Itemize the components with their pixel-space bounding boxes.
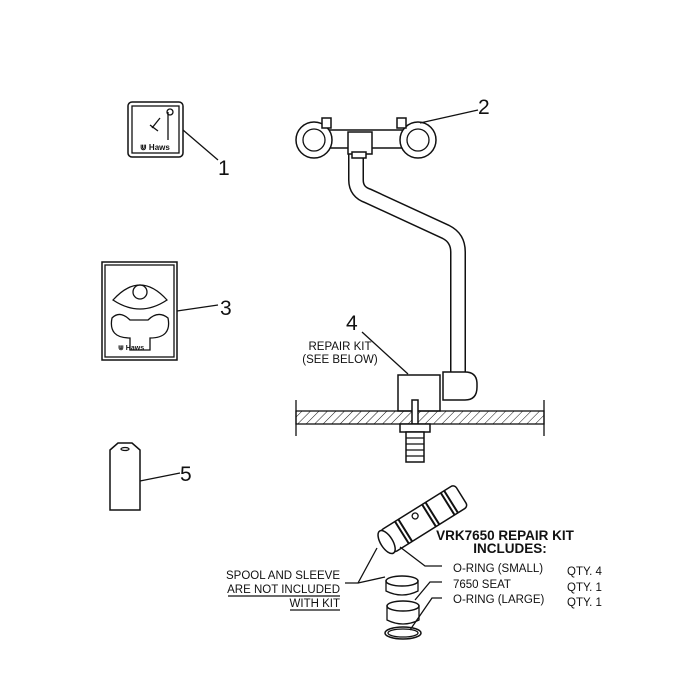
part-2-faucet	[295, 109, 479, 412]
repair-kit-label: REPAIR KIT	[308, 341, 371, 353]
callout-1: 1	[218, 157, 230, 180]
see-below-label: (SEE BELOW)	[302, 354, 378, 366]
kit-item-name: O-RING (LARGE)	[453, 594, 545, 606]
kit-item-name: O-RING (SMALL)	[453, 563, 543, 575]
kit-item-qty: QTY. 1	[567, 597, 602, 609]
countertop-section	[295, 399, 545, 463]
kit-note-line2: ARE NOT INCLUDED	[227, 584, 340, 596]
kit-leaders	[345, 546, 442, 631]
kit-note-line3: WITH KIT	[290, 598, 340, 610]
logo-text-3: ⋓ Haws	[118, 345, 144, 352]
repair-kit-cartridge	[377, 485, 468, 640]
part-1-sign-small: ⋓ Haws	[127, 101, 219, 161]
part-5-tag	[109, 442, 181, 511]
kit-item-qty: QTY. 4	[567, 566, 603, 578]
logo-text-1: ⋓ Haws	[140, 143, 170, 152]
kit-note-line1: SPOOL AND SLEEVE	[226, 570, 340, 582]
callout-5: 5	[180, 463, 192, 486]
kit-title-includes: INCLUDES:	[473, 541, 547, 556]
leader-4	[361, 331, 409, 375]
part-3-sign-large: ⋓ Haws	[101, 261, 219, 361]
kit-item-name: 7650 SEAT	[453, 579, 511, 591]
kit-title: VRK7650 REPAIR KIT	[436, 528, 575, 543]
kit-item-qty: QTY. 1	[567, 582, 602, 594]
callout-3: 3	[220, 297, 232, 320]
callout-2: 2	[478, 96, 490, 119]
callout-4: 4	[346, 312, 358, 335]
